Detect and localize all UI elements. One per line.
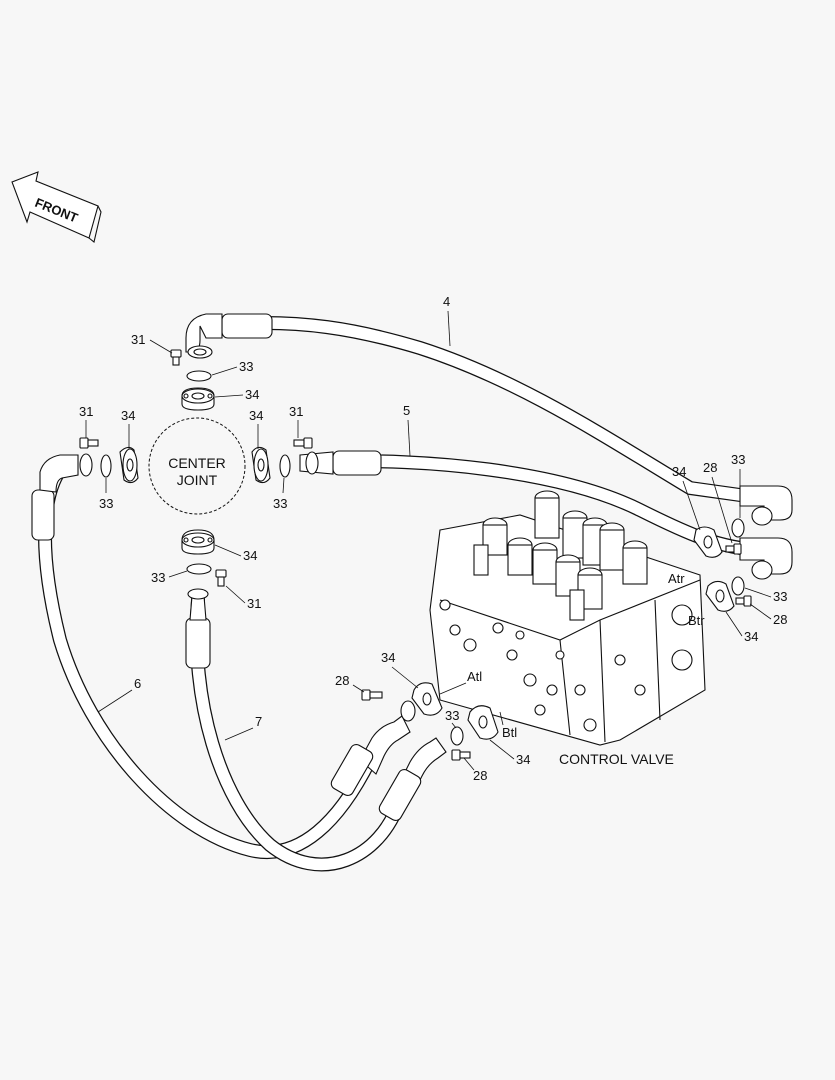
control-valve: CONTROL VALVE: [429, 490, 706, 767]
bolt-icon: [725, 543, 742, 555]
bolt-top-label: 31: [131, 332, 145, 347]
bolt-btr-label: 28: [773, 612, 787, 627]
atr-port-set: [693, 518, 745, 558]
flange-left-label: 34: [121, 408, 135, 423]
flange-btl-label: 34: [516, 752, 530, 767]
port-btr-label: Btr: [688, 613, 705, 628]
bolt-icon: [735, 595, 752, 607]
bolt-atr-label: 28: [703, 460, 717, 475]
port-atl-label: Atl: [467, 669, 482, 684]
oring-atr-label: 33: [731, 452, 745, 467]
oring-top-label: 33: [239, 359, 253, 374]
bolt-right-label: 31: [289, 404, 303, 419]
bolt-btl-label: 28: [473, 768, 487, 783]
flange-atl-label: 34: [381, 650, 395, 665]
right-flange-set: [251, 437, 313, 484]
oring-lower-label: 33: [151, 570, 165, 585]
bolt-atl-label: 28: [335, 673, 349, 688]
btr-port-set: [705, 576, 752, 612]
hose-7: [185, 588, 447, 872]
atl-port-set: [361, 682, 443, 722]
hose-6-label: 6: [134, 676, 141, 691]
left-flange-set: [79, 437, 139, 484]
bolt-icon: [170, 349, 182, 366]
port-atr-label: Atr: [668, 571, 685, 586]
oring-left-label: 33: [99, 496, 113, 511]
top-flange-set: [170, 349, 215, 411]
flange-icon: [181, 387, 215, 411]
oring-icon: [731, 576, 745, 596]
flange-lower-label: 34: [243, 548, 257, 563]
oring-icon: [279, 454, 291, 478]
bolt-icon: [79, 437, 99, 449]
flange-atr-label: 34: [672, 464, 686, 479]
oring-icon: [186, 370, 212, 382]
oring-icon: [450, 726, 464, 746]
center-joint: CENTER JOINT: [148, 417, 246, 515]
front-arrow: FRONT: [11, 171, 102, 243]
center-joint-line2: JOINT: [177, 472, 218, 488]
oring-icon: [400, 700, 416, 722]
flange-icon: [181, 529, 215, 555]
control-valve-label: CONTROL VALVE: [559, 751, 674, 767]
oring-btl-label: 33: [445, 708, 459, 723]
spool-caps: [473, 490, 648, 621]
bolt-icon: [215, 569, 227, 587]
btl-port-set: [450, 705, 499, 761]
valve-ports: [439, 599, 693, 732]
center-joint-line1: CENTER: [168, 455, 226, 471]
oring-btr-label: 33: [773, 589, 787, 604]
right-fittings: [739, 485, 793, 580]
oring-right-label: 33: [273, 496, 287, 511]
oring-icon: [731, 518, 745, 538]
bolt-icon: [361, 689, 383, 701]
flange-btr-label: 34: [744, 629, 758, 644]
hose-5-label: 5: [403, 403, 410, 418]
bolt-lower-label: 31: [247, 596, 261, 611]
oring-icon: [186, 563, 212, 575]
flange-right-label: 34: [249, 408, 263, 423]
lower-flange-set: [181, 529, 227, 587]
oring-icon: [100, 454, 112, 478]
bolt-icon: [451, 749, 471, 761]
port-btl-label: Btl: [502, 725, 517, 740]
bolt-left-label: 31: [79, 404, 93, 419]
bolt-icon: [293, 437, 313, 449]
hose-7-label: 7: [255, 714, 262, 729]
flange-icon: [251, 446, 271, 484]
hose-4-label: 4: [443, 294, 450, 309]
flange-top-label: 34: [245, 387, 259, 402]
hose-6: [31, 453, 411, 859]
hose-4: [185, 313, 747, 502]
flange-icon: [119, 446, 139, 484]
